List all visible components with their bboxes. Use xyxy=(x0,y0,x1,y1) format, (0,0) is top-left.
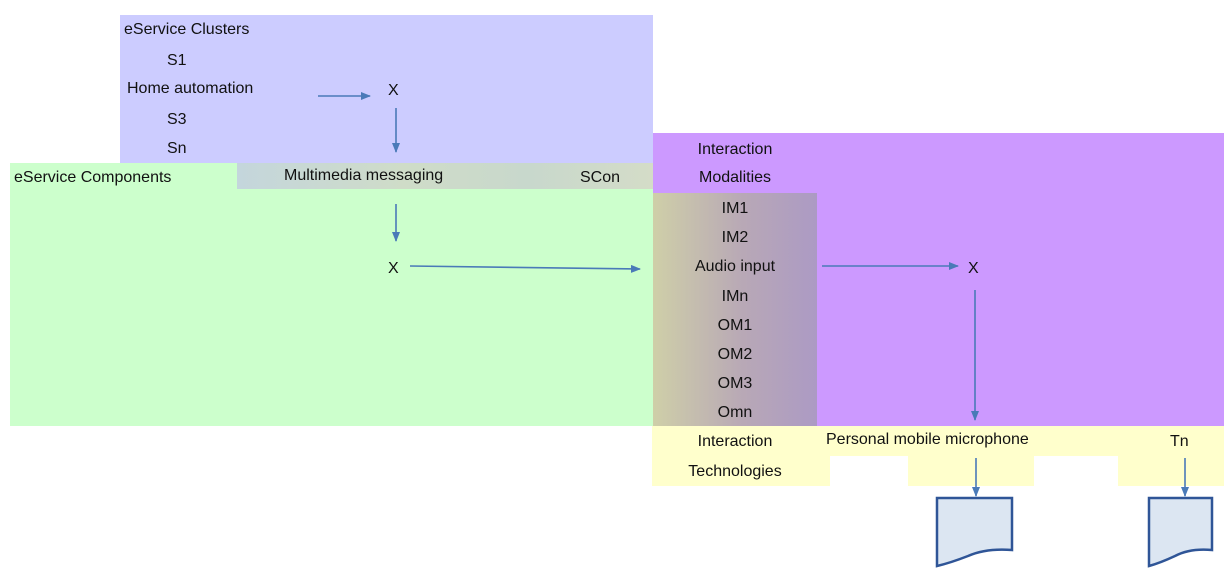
cluster-item-home-automation: Home automation xyxy=(127,80,254,97)
component-cross-marker: X xyxy=(388,260,399,277)
technologies-region xyxy=(652,426,1224,456)
modality-item-im1: IM1 xyxy=(721,200,749,217)
cluster-cross-marker: X xyxy=(388,82,399,99)
technology-selected: Personal mobile microphone xyxy=(826,431,1029,448)
modality-item-om3: OM3 xyxy=(717,375,753,392)
technology-last: Tn xyxy=(1170,433,1189,450)
component-selected: Multimedia messaging xyxy=(284,167,444,184)
document-icon xyxy=(935,496,1014,568)
cluster-item-s1: S1 xyxy=(167,52,187,69)
technologies-last-block xyxy=(1118,456,1224,486)
modality-item-audio-input: Audio input xyxy=(694,258,776,275)
modality-item-om1: OM1 xyxy=(717,317,753,334)
technologies-title-line1: Interaction xyxy=(697,433,773,450)
technologies-selected-block xyxy=(908,456,1034,486)
modalities-list-column xyxy=(653,193,817,426)
technologies-title-block xyxy=(652,456,830,486)
modality-cross-marker: X xyxy=(968,260,979,277)
document-icon xyxy=(1147,496,1214,568)
technologies-title-line2: Technologies xyxy=(688,463,782,480)
clusters-title: eService Clusters xyxy=(124,21,250,38)
arrow-x-to-audio-input xyxy=(409,264,641,273)
components-region xyxy=(10,163,653,426)
clusters-region xyxy=(120,15,653,163)
modality-item-om2: OM2 xyxy=(717,346,753,363)
cluster-item-sn: Sn xyxy=(167,140,187,157)
modality-item-im2: IM2 xyxy=(721,229,749,246)
components-title: eService Components xyxy=(14,169,172,186)
component-last: SCon xyxy=(580,169,621,186)
modality-item-omn: Omn xyxy=(717,404,753,421)
modalities-title-line2: Modalities xyxy=(698,169,772,186)
cluster-item-s3: S3 xyxy=(167,111,187,128)
modalities-title-line1: Interaction xyxy=(697,141,773,158)
components-header-strip xyxy=(237,163,653,189)
modality-item-imn: IMn xyxy=(721,288,749,305)
